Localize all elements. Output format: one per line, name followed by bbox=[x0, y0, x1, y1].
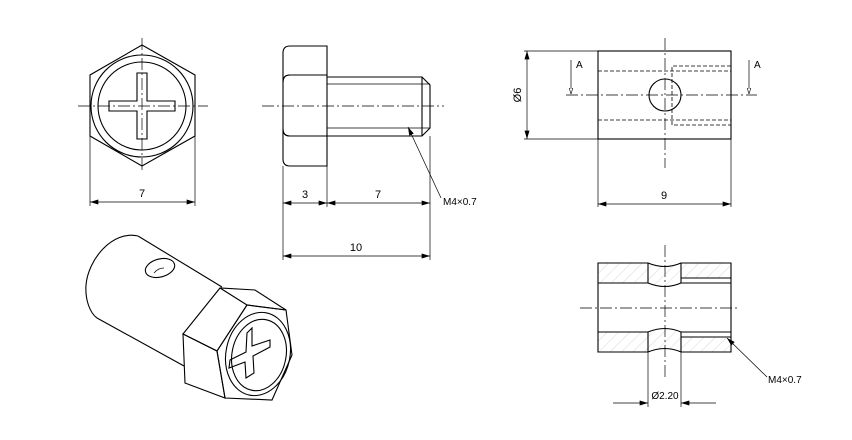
head-ellipse-inner bbox=[230, 318, 288, 392]
section-label-left: A bbox=[576, 60, 583, 71]
isometric-view bbox=[85, 234, 293, 401]
thread-callout: M4×0.7 bbox=[443, 197, 477, 208]
bolt-shaft bbox=[327, 76, 431, 137]
thread-callout: M4×0.7 bbox=[768, 375, 802, 386]
side-view-bolt: 3 7 10 M4×0.7 bbox=[262, 45, 477, 260]
threaded-bore-hidden bbox=[671, 65, 731, 126]
diameter-dim-label: Ø6 bbox=[512, 88, 524, 103]
bolt-head bbox=[282, 45, 328, 167]
hole-dim-label: Ø2.20 bbox=[651, 391, 679, 402]
total-dim-label: 10 bbox=[350, 242, 362, 254]
length-dim-label: 9 bbox=[661, 190, 667, 202]
cylinder-top-edge bbox=[137, 235, 223, 288]
section-outline bbox=[597, 262, 732, 353]
front-view-hex: 7 bbox=[78, 38, 208, 206]
head-dim-label: 3 bbox=[302, 189, 308, 201]
phillips-cross-icon bbox=[228, 326, 271, 379]
section-label-right: A bbox=[754, 60, 761, 71]
thread-leader bbox=[726, 337, 768, 378]
hex-outline bbox=[89, 44, 196, 167]
thread-leader bbox=[407, 126, 442, 199]
phillips-cross-icon bbox=[108, 72, 176, 140]
width-dim-label: 7 bbox=[139, 188, 145, 200]
cylinder-end-arc bbox=[85, 234, 139, 319]
cylinder-bottom-edge bbox=[96, 317, 185, 367]
top-view-body: Ø6 A A 9 bbox=[512, 38, 761, 207]
head-ellipse-outer bbox=[224, 311, 292, 397]
section-view-a-a: Ø2.20 M4×0.7 bbox=[580, 245, 802, 407]
shaft-dim-label: 7 bbox=[375, 189, 381, 201]
cross-hole bbox=[144, 257, 176, 279]
hex-front-face bbox=[216, 304, 293, 401]
hex-side-face bbox=[182, 333, 226, 399]
